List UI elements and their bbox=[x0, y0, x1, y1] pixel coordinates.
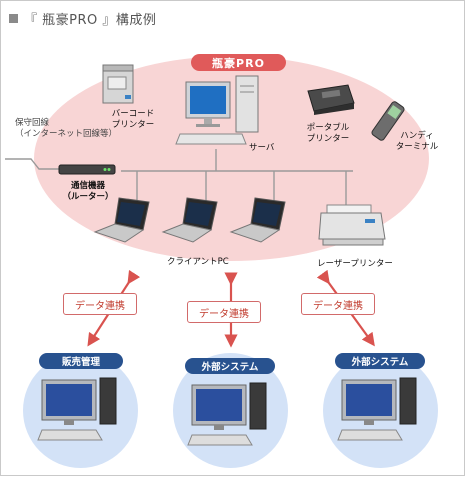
product-label: 瓶豪PRO bbox=[191, 54, 286, 71]
barcode-printer-label-2: プリンター bbox=[111, 120, 155, 130]
client-pc-label: クライアントPC bbox=[167, 257, 229, 267]
router-label: 通信機器 （ルーター） bbox=[53, 181, 123, 203]
diagram-title: 『 瓶豪PRO 』構成例 bbox=[9, 9, 156, 28]
router-label-1: 通信機器 bbox=[70, 181, 105, 191]
handy-terminal-label-2: ターミナル bbox=[395, 142, 439, 152]
handy-terminal-label: ハンディ ターミナル bbox=[387, 131, 447, 153]
handy-terminal-icon bbox=[371, 101, 405, 141]
data-sync-badge-1: データ連携 bbox=[63, 293, 137, 315]
portable-printer-label: ポータブル プリンター bbox=[298, 123, 358, 145]
system-label-3: 外部システム bbox=[335, 353, 425, 369]
desktop-pc-2-icon bbox=[187, 382, 267, 446]
desktop-pc-1-icon bbox=[37, 377, 117, 441]
barcode-printer-label: バーコード プリンター bbox=[103, 109, 163, 131]
title-text: 『 瓶豪PRO 』構成例 bbox=[24, 13, 157, 28]
client-pc-laptop-3-icon bbox=[229, 197, 286, 243]
client-pc-laptop-2-icon bbox=[161, 197, 218, 243]
portable-printer-icon bbox=[307, 84, 355, 115]
laser-printer-label: レーザープリンター bbox=[317, 259, 393, 269]
data-sync-badge-3: データ連携 bbox=[301, 293, 375, 315]
server-icon bbox=[175, 75, 259, 145]
system-label-1: 販売管理 bbox=[39, 353, 123, 369]
router-label-2: （ルーター） bbox=[62, 192, 114, 202]
router-icon bbox=[58, 164, 116, 175]
portable-printer-label-1: ポータブル bbox=[306, 123, 350, 133]
data-sync-badge-2: データ連携 bbox=[187, 301, 261, 323]
title-bullet-icon bbox=[9, 14, 18, 23]
laser-printer-icon bbox=[318, 204, 386, 246]
client-pc-laptop-1-icon bbox=[93, 197, 150, 243]
barcode-printer-label-1: バーコード bbox=[111, 109, 155, 119]
maintenance-line-label-1: 保守回線 bbox=[15, 118, 50, 128]
maintenance-line-label: 保守回線 （インターネット回線等） bbox=[15, 118, 117, 140]
handy-terminal-label-1: ハンディ bbox=[400, 131, 434, 141]
desktop-pc-3-icon bbox=[337, 377, 417, 441]
server-label: サーバ bbox=[249, 143, 275, 153]
portable-printer-label-2: プリンター bbox=[306, 134, 350, 144]
maintenance-line-label-2: （インターネット回線等） bbox=[15, 129, 118, 139]
system-label-2: 外部システム bbox=[185, 358, 275, 374]
barcode-printer-icon bbox=[102, 64, 134, 104]
